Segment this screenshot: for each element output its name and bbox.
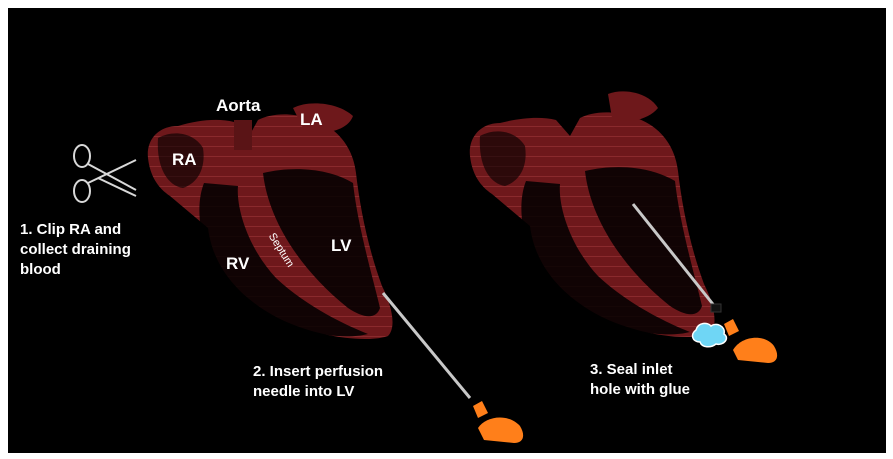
step-2-line1: 2. Insert perfusion xyxy=(253,362,383,382)
step-1-line1: 1. Clip RA and xyxy=(20,220,131,240)
heart-left xyxy=(148,103,393,339)
label-rv: RV xyxy=(226,254,249,274)
step-2-text: 2. Insert perfusion needle into LV xyxy=(253,362,383,402)
heart-left-aorta xyxy=(234,120,252,150)
step-3-line1: 3. Seal inlet xyxy=(590,360,690,380)
label-la: LA xyxy=(300,110,323,130)
needle-hub-icon xyxy=(724,319,777,363)
needle-left xyxy=(383,293,523,443)
label-aorta: Aorta xyxy=(216,96,260,116)
diagram-panel: Aorta LA RA RV LV Septum 1. Clip RA and … xyxy=(8,8,886,453)
heart-right-la xyxy=(608,91,658,120)
step-3-text: 3. Seal inlet hole with glue xyxy=(590,360,690,400)
needle-right-tip xyxy=(711,304,721,312)
heart-right xyxy=(470,91,715,337)
needle-left-shaft xyxy=(383,293,470,398)
step-3-line2: hole with glue xyxy=(590,380,690,400)
step-1-text: 1. Clip RA and collect draining blood xyxy=(20,220,131,280)
label-lv: LV xyxy=(331,236,351,256)
step-2-line2: needle into LV xyxy=(253,382,383,402)
step-1-line3: blood xyxy=(20,260,131,280)
glue-blob-icon xyxy=(693,323,727,346)
needle-hub-icon xyxy=(473,401,523,443)
step-1-line2: collect draining xyxy=(20,240,131,260)
diagram-artwork xyxy=(8,8,886,453)
label-ra: RA xyxy=(172,150,197,170)
scissors-icon xyxy=(74,145,136,202)
